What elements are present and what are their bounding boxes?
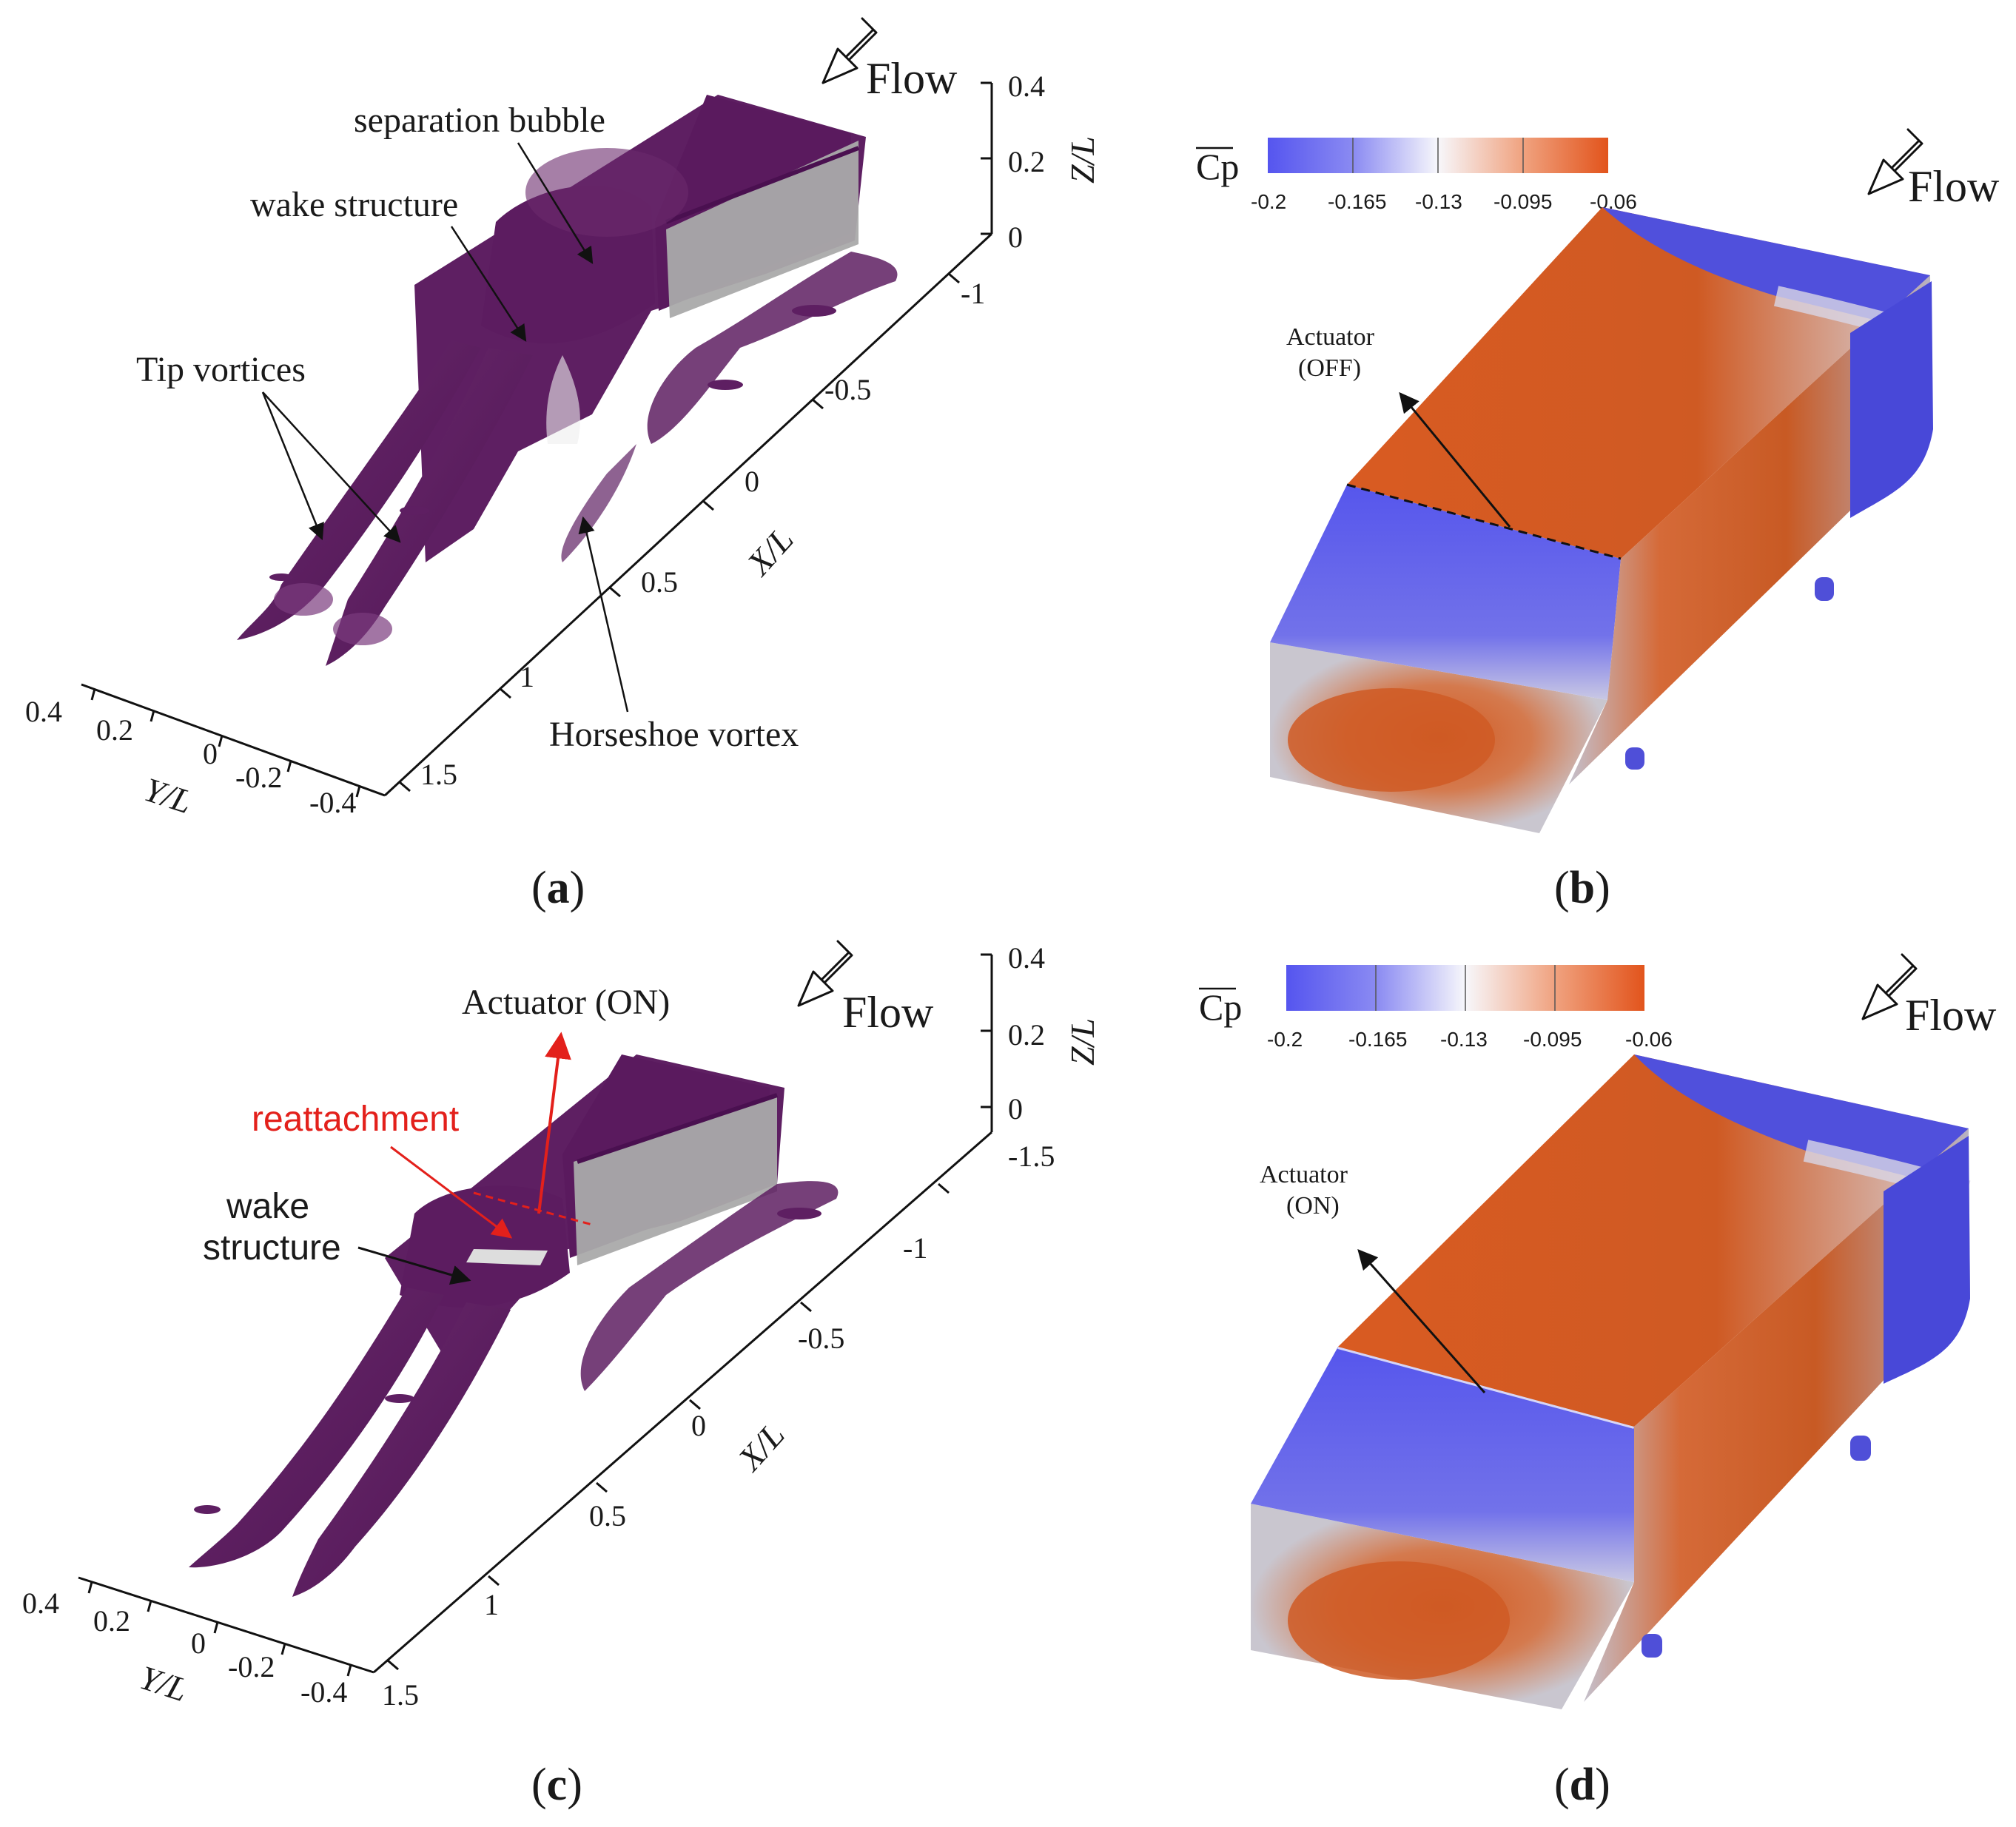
b-colorbar-tick: -0.06	[1590, 190, 1637, 213]
panel-c: 0.4 0.2 0 -1.5 Z/L -1 -0.5 0 0.5 1 1.5 X…	[22, 940, 1101, 1810]
a-x-tick: -0.5	[824, 373, 871, 406]
c-isosurface-body	[189, 1054, 839, 1597]
b-colorbar-tick: -0.2	[1251, 190, 1286, 213]
d-colorbar-tick: -0.165	[1348, 1028, 1407, 1051]
a-y-tick: -0.4	[309, 786, 356, 819]
c-x-tick: 0.5	[589, 1499, 626, 1532]
a-z-tick: 0.4	[1008, 70, 1045, 103]
c-z-tick: 0.2	[1008, 1018, 1045, 1052]
a-x-tick: 1.5	[420, 758, 457, 791]
c-z-axis-label: Z/L	[1064, 1018, 1101, 1066]
a-y-tick: 0.2	[96, 713, 133, 747]
a-isosurface-body	[237, 95, 898, 666]
a-z-axis-label: Z/L	[1064, 136, 1101, 184]
b-flow-label: Flow	[1908, 162, 2000, 211]
a-x-axis-label: X/L	[739, 520, 801, 583]
caption-a: (a)	[531, 863, 585, 913]
d-colorbar-tick: -0.095	[1523, 1028, 1582, 1051]
caption-d-letter: d	[1570, 1760, 1595, 1810]
c-wake-structure-arrow	[357, 1246, 471, 1285]
d-colorbar-label: Cp	[1199, 986, 1242, 1028]
d-colorbar-tick: -0.2	[1267, 1028, 1303, 1051]
c-y-tick: 0.4	[22, 1587, 59, 1620]
c-x-tick: 1.5	[382, 1678, 419, 1712]
d-colorbar-tick: -0.06	[1625, 1028, 1673, 1051]
c-y-tick: -0.4	[300, 1675, 347, 1709]
a-separation-bubble-arrow	[517, 142, 594, 264]
d-actuator-label: Actuator	[1260, 1161, 1348, 1188]
a-flow-label: Flow	[866, 54, 958, 103]
a-x-tick: -1	[961, 277, 985, 310]
c-wake-label: wake	[226, 1187, 309, 1226]
d-flow-label: Flow	[1905, 991, 1997, 1040]
caption-c: (c)	[531, 1760, 582, 1810]
c-x-tick: 0	[691, 1409, 706, 1442]
a-x-tick: 0.5	[641, 565, 678, 599]
d-colorbar-tick: -0.13	[1440, 1028, 1488, 1051]
a-flow-arrow-icon	[821, 17, 878, 84]
a-y-tick: -0.2	[235, 761, 282, 794]
a-tip-vortex-arrow-2	[262, 391, 401, 543]
c-actuator-on-arrow	[537, 1032, 571, 1214]
d-actuator-arrow	[1357, 1248, 1486, 1393]
caption-d: (d)	[1554, 1760, 1610, 1810]
a-wake-structure-arrow	[450, 226, 527, 342]
c-y-axis-label: Y/L	[135, 1658, 192, 1709]
c-y-tick: -0.2	[228, 1650, 275, 1683]
c-flow-label: Flow	[842, 988, 934, 1037]
c-y-tick: 0	[191, 1626, 206, 1660]
b-colorbar-tick: -0.13	[1415, 190, 1462, 213]
caption-b: (b)	[1554, 863, 1610, 913]
d-car-body	[1251, 1054, 1971, 1709]
a-separation-bubble-label: separation bubble	[354, 101, 605, 140]
a-x-tick: 0	[745, 465, 759, 498]
b-car-body	[1270, 207, 1933, 833]
panel-d: Cp -0.2 -0.165 -0.13 -0.095 -0.06 Flow	[1199, 953, 1997, 1810]
c-x-tick: 1	[484, 1588, 499, 1621]
a-wake-structure-label: wake structure	[250, 185, 458, 224]
c-actuator-line	[473, 1191, 593, 1226]
b-colorbar-dividers	[1352, 138, 1524, 173]
panel-a: 0.4 0.2 0 Z/L -1 -0.5 0 0.5 1 1.5 X/L 0.…	[25, 17, 1101, 913]
b-flow-arrow-icon	[1867, 128, 1923, 195]
c-z-tick: -1.5	[1008, 1140, 1055, 1173]
c-z-tick: 0.4	[1008, 941, 1045, 975]
c-flow-arrow-icon	[797, 940, 853, 1007]
c-x-tick: -1	[903, 1231, 927, 1265]
c-x-axis-label: X/L	[730, 1416, 792, 1478]
c-actuator-on-label: Actuator (ON)	[462, 983, 670, 1022]
c-y-tick: 0.2	[93, 1604, 130, 1638]
c-reattachment-label: reattachment	[252, 1100, 459, 1139]
panel-b: Cp -0.2 -0.165 -0.13 -0.095 -0.06 Flow	[1196, 128, 2000, 913]
a-tip-vortex-arrow-1	[261, 391, 324, 541]
b-actuator-state: (OFF)	[1298, 354, 1361, 382]
b-colorbar-tick: -0.165	[1328, 190, 1386, 213]
caption-b-letter: b	[1570, 863, 1595, 913]
panel-c-axes	[78, 953, 993, 1677]
b-colorbar-tick: -0.095	[1493, 190, 1552, 213]
d-flow-arrow-icon	[1861, 953, 1918, 1020]
a-y-tick: 0	[203, 737, 218, 770]
b-actuator-arrow	[1399, 391, 1511, 528]
c-x-tick: -0.5	[798, 1322, 844, 1355]
b-actuator-label: Actuator	[1286, 323, 1375, 351]
caption-c-letter: c	[547, 1760, 568, 1810]
a-horseshoe-vortex-arrow	[578, 516, 629, 713]
c-z-tick: 0	[1008, 1092, 1023, 1126]
d-actuator-state: (ON)	[1286, 1192, 1340, 1219]
a-z-tick: 0	[1008, 221, 1023, 254]
caption-a-letter: a	[547, 863, 570, 913]
b-colorbar-label: Cp	[1196, 146, 1239, 187]
a-tip-vortices-label: Tip vortices	[136, 350, 306, 389]
d-colorbar-dividers	[1375, 965, 1556, 1011]
c-reattachment-arrow	[390, 1145, 513, 1239]
a-horseshoe-vortex-label: Horseshoe vortex	[549, 715, 799, 754]
panel-a-axes	[81, 81, 993, 798]
a-z-tick: 0.2	[1008, 145, 1045, 178]
a-x-tick: 1	[520, 660, 534, 693]
c-structure-label: structure	[203, 1228, 341, 1268]
a-y-axis-label: Y/L	[140, 770, 197, 821]
a-y-tick: 0.4	[25, 695, 62, 728]
